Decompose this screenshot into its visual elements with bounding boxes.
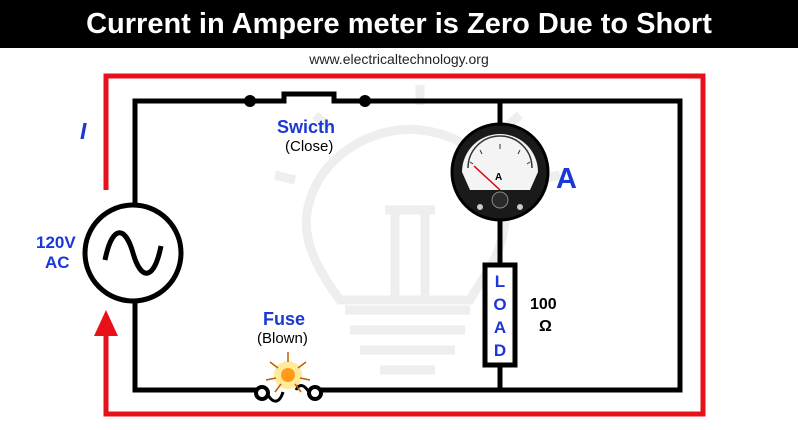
current-path <box>103 73 706 417</box>
load-letter-a: A <box>493 318 507 337</box>
ammeter-icon <box>450 122 550 222</box>
source-voltage-label: 120V <box>36 233 76 252</box>
fuse-state-label: (Blown) <box>257 330 308 347</box>
ammeter-label: A <box>556 163 577 195</box>
source-type-label: AC <box>45 253 70 272</box>
load-letter-d: D <box>493 341 507 360</box>
load-letter-o: O <box>493 295 507 314</box>
load-letter-l: L <box>494 272 506 291</box>
load-unit-label: Ω <box>539 318 552 335</box>
fuse-icon <box>254 384 323 403</box>
switch-state-label: (Close) <box>285 138 334 155</box>
load-value-label: 100 <box>530 296 557 313</box>
fuse-name-label: Fuse <box>263 309 306 329</box>
website-url: www.electricaltechnology.org <box>309 51 489 67</box>
load-box <box>482 262 518 368</box>
page-title: Current in Ampere meter is Zero Due to S… <box>0 0 798 48</box>
current-arrow-icon <box>94 310 118 336</box>
circuit-wires <box>132 98 683 393</box>
ammeter-face-label: A <box>495 172 503 183</box>
current-label: I <box>80 118 87 144</box>
switch-name-label: Swicth <box>277 117 336 137</box>
switch-icon <box>244 91 371 107</box>
spark-icon <box>265 352 311 393</box>
ac-source-icon <box>82 202 184 304</box>
